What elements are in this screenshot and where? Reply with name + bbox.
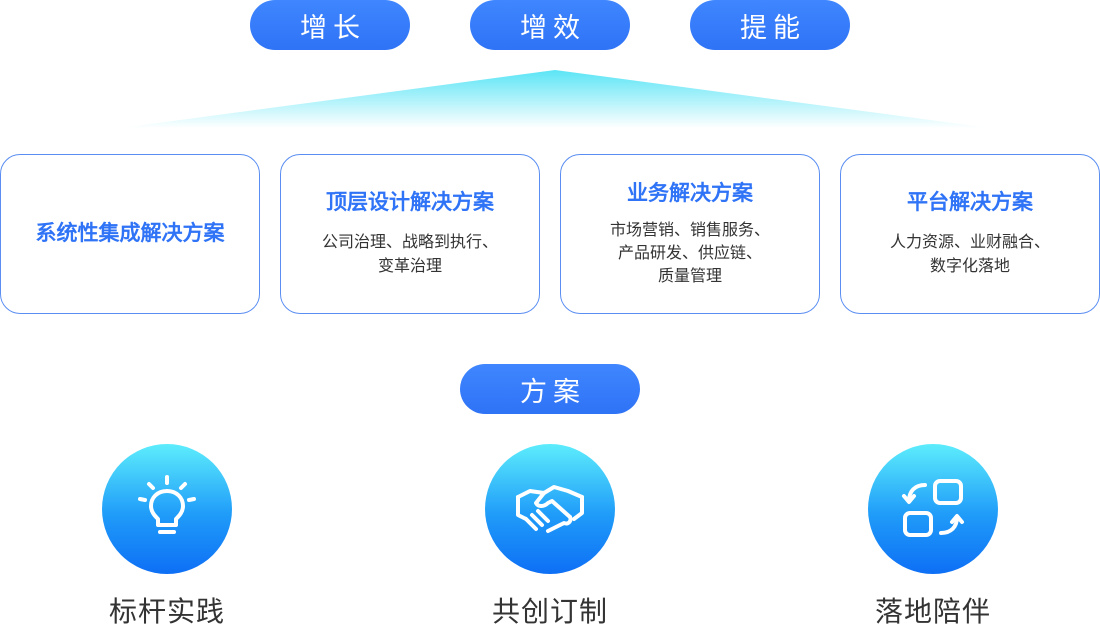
card-integrated-solution: 系统性集成解决方案 [0,154,260,314]
pillar-label-co-creation: 共创订制 [491,595,608,628]
card-desc-line: 产品研发、供应链、 [617,243,762,263]
pillar-circle-co-creation [485,444,615,574]
card-business-solution: 业务解决方案 市场营销、销售服务、 产品研发、供应链、 质量管理 [560,154,820,314]
card-desc-line: 变革治理 [377,256,442,276]
card-title: 业务解决方案 [627,180,753,205]
card-title: 平台解决方案 [907,189,1033,214]
pill-capability: 提能 [690,0,850,50]
card-desc-line: 质量管理 [657,266,722,286]
card-description: 人力资源、业财融合、 数字化落地 [890,230,1050,278]
lightbulb-icon [138,475,196,534]
card-title: 顶层设计解决方案 [326,189,494,214]
pill-growth: 增长 [250,0,410,50]
pillar-circle-accompany [868,444,998,574]
card-desc-line: 公司治理、战略到执行、 [321,232,498,252]
card-platform-solution: 平台解决方案 人力资源、业财融合、 数字化落地 [840,154,1100,314]
card-desc-line: 市场营销、销售服务、 [609,220,770,240]
card-desc-line: 人力资源、业财融合、 [889,232,1050,252]
pillar-label-accompany: 落地陪伴 [874,595,991,628]
pillar-label-benchmark: 标杆实践 [108,595,225,628]
card-description: 市场营销、销售服务、 产品研发、供应链、 质量管理 [610,218,770,287]
pill-efficiency: 增效 [470,0,630,50]
pillar-circle-benchmark [102,444,232,574]
light-beam [120,70,990,128]
handshake-icon [516,485,584,533]
card-description: 公司治理、战略到执行、 变革治理 [322,230,498,278]
card-top-level-design: 顶层设计解决方案 公司治理、战略到执行、 变革治理 [280,154,540,314]
card-desc-line: 数字化落地 [929,256,1010,276]
card-title: 系统性集成解决方案 [35,221,225,246]
pill-solution: 方案 [460,364,640,414]
swap-blocks-icon [902,479,964,537]
